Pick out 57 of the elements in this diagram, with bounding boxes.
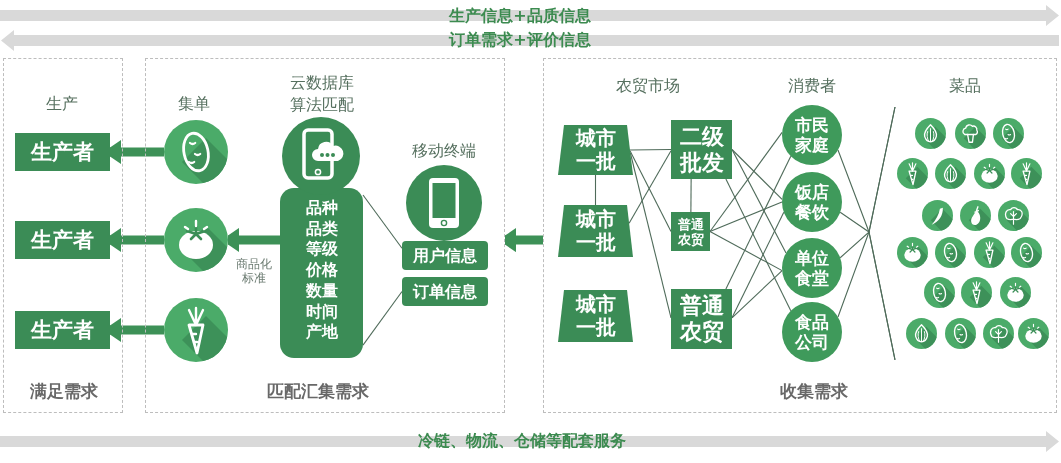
producer-box: 生产者 — [15, 221, 110, 259]
attribute-label: 等级 — [304, 239, 339, 261]
column-heading: 生产 — [46, 94, 78, 114]
node-heading: 移动终端 — [411, 140, 477, 162]
connector-line — [629, 148, 672, 151]
consumer-circle: 食品公司 — [782, 302, 842, 362]
market-box: 普通农贸 — [671, 289, 732, 349]
market-trapezoid: 城市一批 — [558, 205, 633, 257]
info-tag: 订单信息 — [402, 277, 488, 306]
consumer-circle: 市民家庭 — [782, 105, 842, 165]
connector-line — [362, 194, 403, 249]
band-label: 生产信息+品质信息 — [449, 7, 591, 25]
section-title: 满足需求 — [30, 380, 98, 403]
connector-line — [731, 270, 783, 319]
connector-line — [690, 178, 692, 213]
connector-line — [725, 178, 792, 312]
potato-icon — [164, 120, 228, 184]
section-panel — [145, 58, 505, 413]
column-heading: 农贸市场 — [616, 76, 680, 96]
connector-line — [837, 106, 896, 318]
connector-line — [731, 148, 783, 200]
connector-line — [725, 155, 792, 290]
connector-line — [629, 152, 672, 319]
connector-line — [839, 230, 896, 361]
node-heading: 菜品 — [948, 75, 982, 97]
attribute-label: 价格 — [304, 260, 339, 281]
connector-line — [594, 174, 597, 206]
column-heading: 消费者 — [788, 76, 836, 96]
attribute-label: 数量 — [304, 280, 339, 302]
section-panel — [3, 58, 123, 413]
band-label: 订单需求+评价信息 — [449, 31, 591, 49]
connector-line — [709, 230, 783, 272]
attribute-label: 产地 — [304, 322, 339, 343]
market-trapezoid: 城市一批 — [558, 290, 633, 342]
section-panel — [543, 58, 1057, 413]
tomato-icon — [164, 208, 228, 272]
carrot-icon — [164, 298, 228, 362]
connector-line — [362, 290, 403, 346]
producer-box: 生产者 — [15, 311, 110, 349]
market-box: 二级批发 — [671, 120, 732, 179]
band-label: 冷链、物流、仓储等配套服务 — [418, 432, 626, 450]
market-trapezoid: 城市一批 — [558, 125, 633, 175]
connector-line — [709, 201, 783, 233]
section-title: 匹配汇集需求 — [267, 380, 369, 403]
attribute-label: 品种 — [304, 198, 339, 219]
info-tag: 用户信息 — [402, 241, 488, 270]
attribute-label: 品类 — [304, 218, 339, 240]
producer-box: 生产者 — [15, 133, 110, 171]
connector-line — [709, 131, 783, 233]
edge-label: 商品化标准 — [234, 257, 274, 285]
consumer-circle: 单位食堂 — [782, 238, 842, 298]
market-box: 普通农贸 — [671, 212, 710, 251]
consumer-circle: 饭店餐饮 — [782, 172, 842, 232]
section-title: 收集需求 — [780, 380, 848, 403]
node-heading: 云数据库算法匹配 — [288, 72, 355, 116]
attribute-label: 时间 — [304, 301, 339, 323]
column-heading: 集单 — [178, 94, 210, 114]
